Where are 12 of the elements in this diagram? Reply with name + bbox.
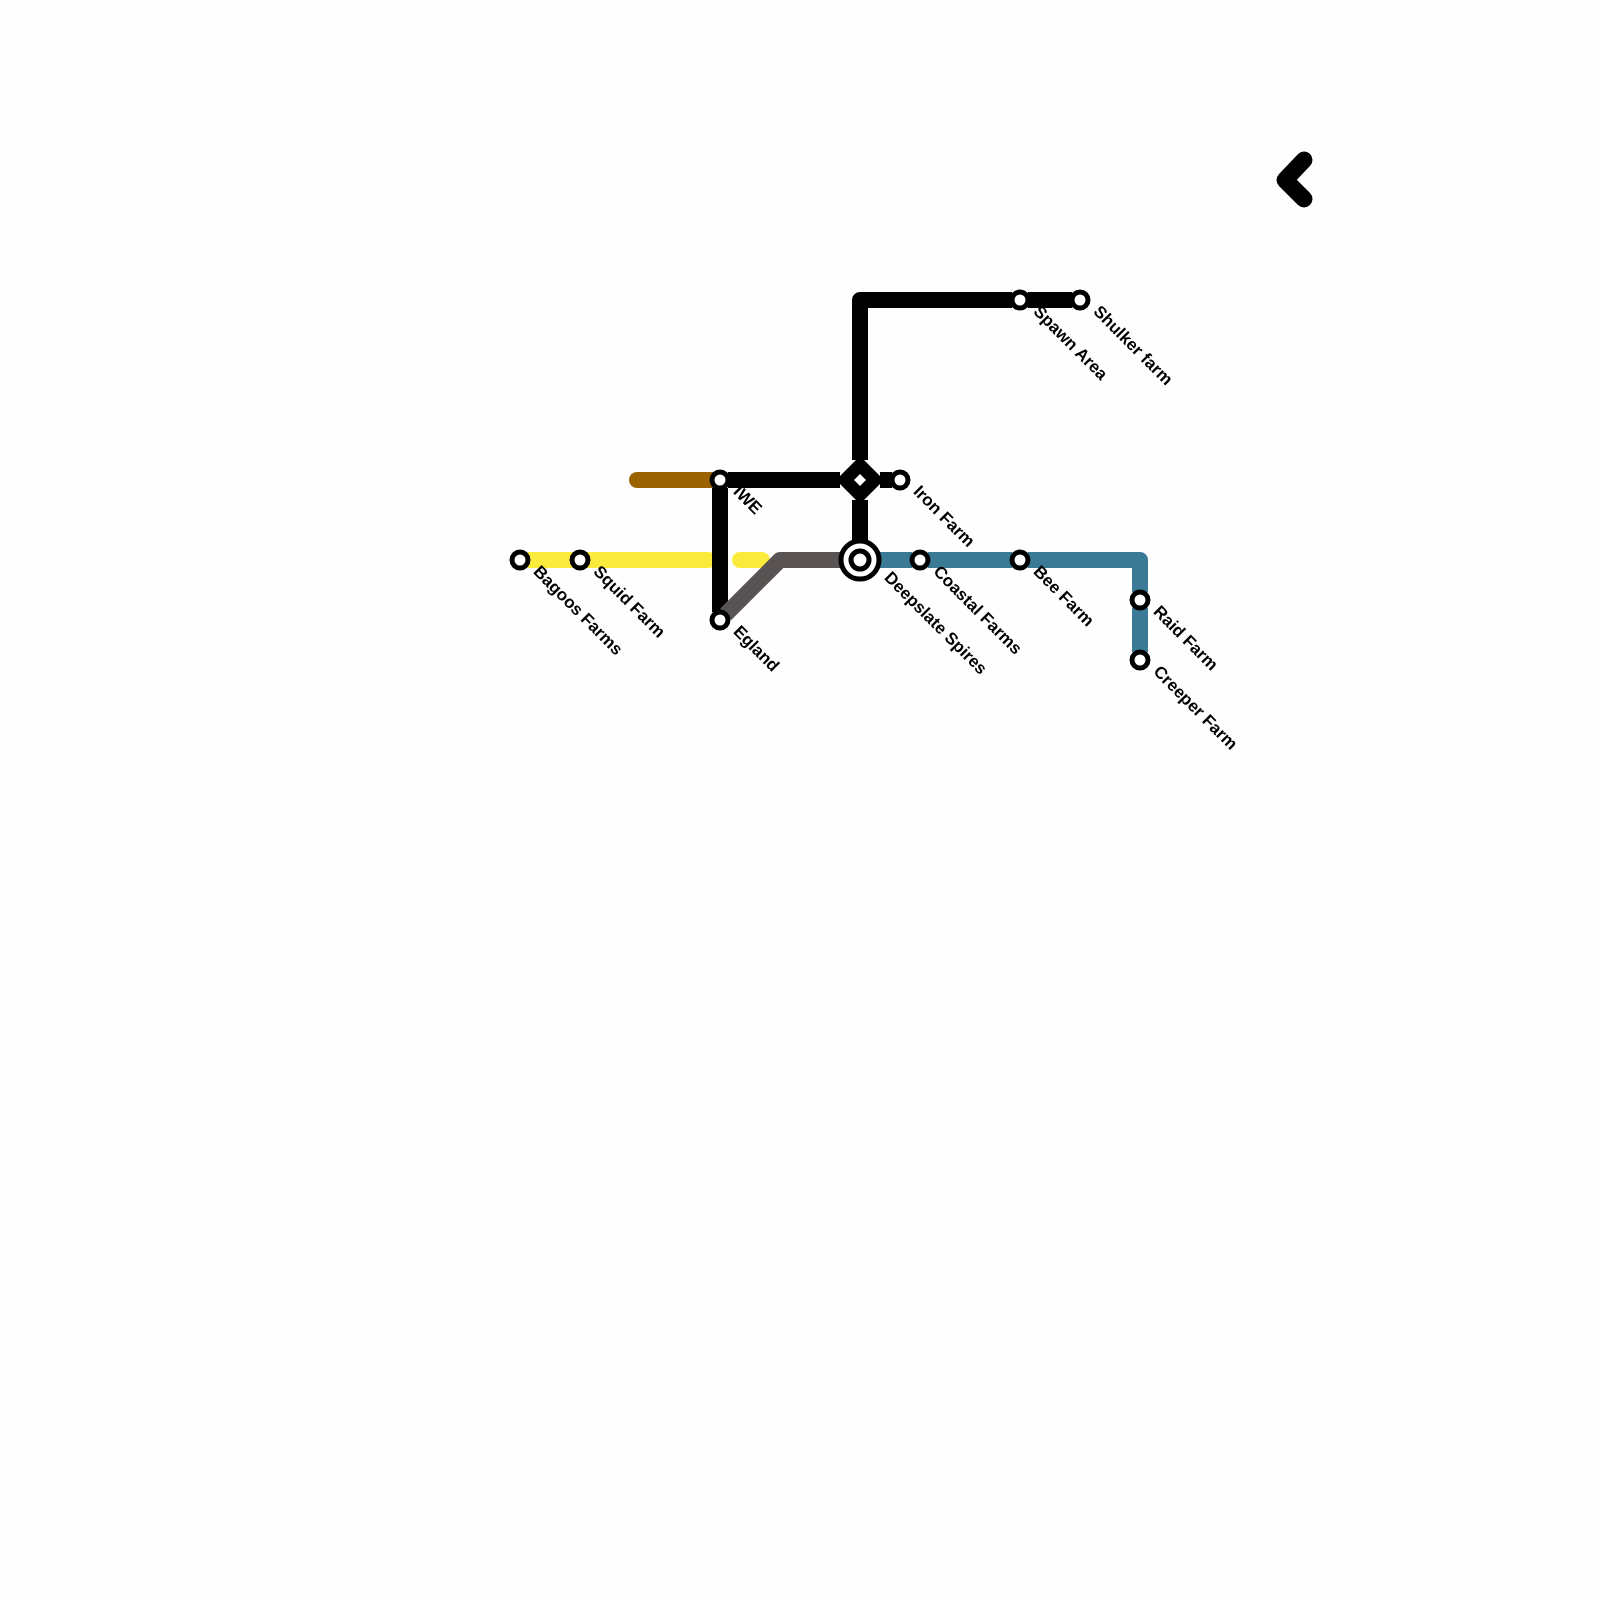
transit-line — [712, 488, 728, 612]
transit-line — [1028, 292, 1072, 308]
transit-line — [1132, 608, 1148, 652]
transit-line — [852, 500, 868, 541]
transit-line — [728, 472, 840, 488]
station-label: IWE — [728, 482, 766, 519]
transit-line — [1028, 552, 1148, 592]
transit-line — [879, 552, 912, 568]
transit-line — [720, 552, 841, 620]
transit-line — [852, 292, 1012, 460]
transit-line — [528, 552, 572, 568]
transit-line — [928, 552, 1012, 568]
